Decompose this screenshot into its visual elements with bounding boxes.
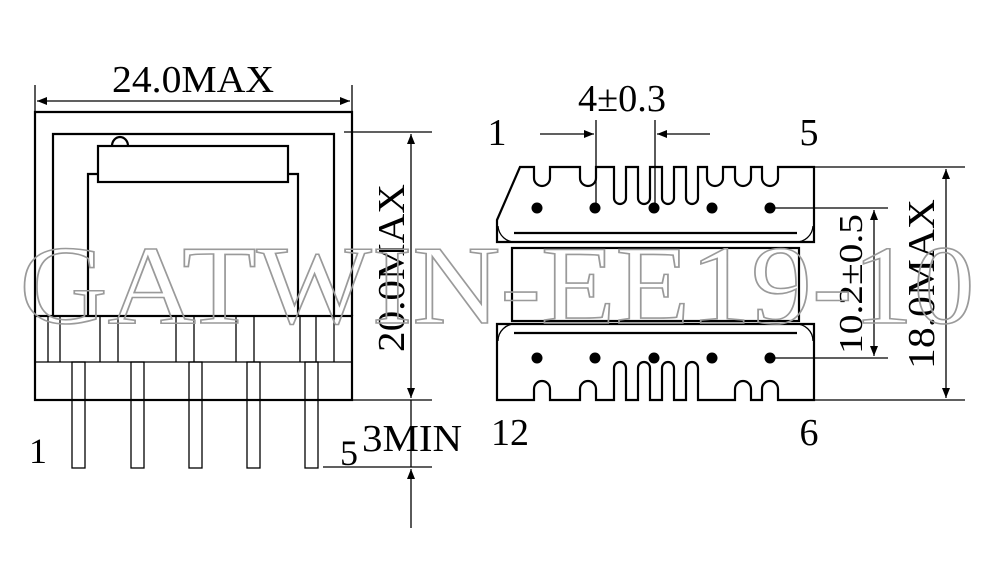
side-pin (71, 361, 86, 469)
pin-dot-bottom (531, 352, 543, 364)
top-pin-1-label: 1 (488, 112, 507, 154)
dim-core-label: 10.2±0.5 (833, 214, 870, 354)
top-flange-fillet-left (497, 225, 517, 243)
top-flange-fillet-right (794, 225, 814, 243)
dim-pin-label: 3MIN (362, 418, 462, 460)
side-core-clip (96, 144, 290, 184)
side-pin (130, 361, 145, 469)
bottom-flange (495, 322, 816, 402)
side-pin (246, 361, 261, 469)
dim-pitch-label: 4±0.3 (578, 78, 666, 120)
dim-depth-label: 18.0MAX (901, 199, 943, 369)
watermark-text: GATWIN-EE19-10 (20, 224, 975, 348)
pin-dot-top (648, 202, 660, 214)
pin-dot-top (589, 202, 601, 214)
side-body-left (86, 172, 98, 316)
pin-dot-top (531, 202, 543, 214)
side-body-right (288, 172, 300, 316)
dim-height-label: 20.0MAX (371, 184, 413, 352)
side-clip-bump (110, 135, 130, 147)
side-pin (188, 361, 203, 469)
side-pin (304, 361, 319, 469)
pin-dot-bottom (706, 352, 718, 364)
side-pins (71, 361, 319, 469)
top-view: 4±0.3 10.2±0.5 18.0MAX 1 5 12 6 (488, 78, 965, 454)
bottom-flange-fillet-right (794, 323, 814, 342)
pin-dot-bottom (648, 352, 660, 364)
side-inner-frame (51, 132, 336, 316)
bottom-flange-fillet-left (497, 323, 517, 342)
top-flange (495, 165, 816, 244)
top-pin-12-label: 12 (491, 412, 529, 454)
side-view: 24.0MAX 20.0MAX 3MIN 1 5 (29, 59, 462, 528)
pin-dot-top (706, 202, 718, 214)
top-pin-5-label: 5 (800, 112, 819, 154)
top-view-pins (531, 202, 776, 364)
side-pin-5-label: 5 (340, 433, 358, 473)
side-outer-frame (33, 110, 354, 316)
pin-dot-bottom (589, 352, 601, 364)
side-pin-1-label: 1 (29, 431, 47, 471)
core-center (510, 246, 801, 323)
side-base-ribs (47, 316, 335, 362)
top-pin-6-label: 6 (800, 412, 819, 454)
dim-width-label: 24.0MAX (112, 59, 274, 101)
